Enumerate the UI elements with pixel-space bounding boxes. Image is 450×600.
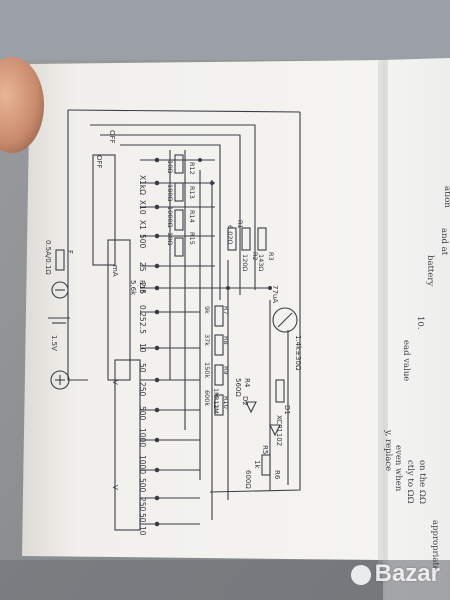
r14-value: 1000Ω [166, 206, 174, 228]
r6-label: R6 [273, 470, 281, 480]
right-text-6: ead value [401, 340, 411, 381]
right-text-4: even when [393, 445, 403, 492]
current-range-25: 25 [138, 262, 147, 272]
r14-label: R14 [188, 210, 196, 223]
r2-label: R2 [251, 252, 259, 261]
voltage-range-50: 50 [138, 363, 147, 373]
right-text-1: appropriate [430, 520, 440, 571]
switch-off-label-2: OFF [95, 155, 103, 169]
r1-label: R1 [236, 220, 244, 229]
right-text-7: 10. [415, 316, 425, 330]
r11-value: 1M [212, 388, 220, 398]
range-x1: X1 [138, 220, 147, 230]
ac-range-1000: 1000 [138, 455, 147, 474]
diode1-label: D1 [283, 405, 291, 415]
r13-label: R13 [188, 186, 196, 199]
meter-label: 77uA [271, 285, 279, 303]
current-range-2.5: 2.5 [138, 282, 147, 294]
r15-value: 18Ω [166, 232, 174, 245]
voltage-range-10: 10 [138, 343, 147, 353]
r8-value: 37k [203, 334, 211, 346]
r10-value: 600k [203, 390, 211, 406]
range-x1k: X1kΩ [138, 175, 147, 195]
r13-value: 180Ω [166, 184, 174, 201]
r4-value: 560Ω [234, 378, 242, 397]
voltage-range-1000: 1000 [138, 428, 147, 447]
watermark: Bazar [350, 560, 440, 588]
right-text-5: y, replace [383, 429, 393, 471]
V-label: V [111, 380, 119, 385]
r6-value: 1k [253, 460, 261, 469]
battery-voltage: 1.5V [50, 335, 58, 351]
ac-range-50: 50 [138, 513, 147, 523]
ac-range-250: 250 [138, 497, 147, 512]
r7-label: R7 [222, 306, 230, 315]
fuse-label: F [66, 250, 74, 254]
right-text-10: ation [442, 186, 450, 208]
right-text-3: ctly to ΩΩ [405, 460, 415, 504]
mA-label: mA [111, 265, 119, 277]
r15-label: R15 [188, 232, 196, 245]
r2-value: 120Ω [241, 254, 249, 271]
diode1-type: XCP1102 [275, 415, 283, 446]
watermark-logo-icon [350, 564, 371, 585]
ac-range-10: 10 [138, 526, 147, 536]
r9-label: R9 [222, 366, 230, 375]
voltage-range-2.5: 2.5 [138, 322, 147, 334]
r9-value: 150k [203, 362, 211, 378]
meter-resistance: 1.4k±30Ω [294, 335, 302, 371]
r5-label: R5 [261, 445, 269, 454]
right-text-9: battery [425, 255, 435, 286]
right-text-2: on the ΩΩ [417, 460, 427, 504]
fuse-rating: 0.5A/0.1Ω [44, 240, 52, 275]
r12-value: 10Ω [166, 160, 174, 173]
r1-value: 6.02Ω [226, 225, 234, 244]
diode2-label: D2 [241, 396, 249, 406]
r11-label: R11 [212, 396, 220, 409]
Vac-label: V [111, 485, 119, 490]
r16-value: 5.6k [129, 280, 137, 296]
r7-value: 9k [203, 306, 211, 314]
r6b-value: 600Ω [244, 470, 252, 489]
r3-value: 143Ω [257, 254, 265, 271]
r4-label: R4 [243, 378, 251, 388]
r11b-value: 2M [212, 404, 220, 414]
r3-label: R3 [267, 252, 275, 261]
r12-label: R12 [188, 162, 196, 175]
switch-off-label: OFF [108, 130, 116, 144]
current-range-0.25: 0.25 [138, 305, 147, 322]
voltage-range-500: 500 [138, 406, 147, 421]
r10-label: R10 [222, 396, 230, 409]
right-text-8: and at [439, 228, 449, 256]
ac-range-500: 500 [138, 478, 147, 493]
voltage-range-250: 250 [138, 382, 147, 397]
current-range-500: 500 [138, 234, 147, 249]
r8-label: R8 [222, 336, 230, 345]
watermark-text: Bazar [374, 560, 440, 587]
range-x10: X10 [138, 200, 147, 215]
r16-label: R16 [138, 280, 146, 294]
